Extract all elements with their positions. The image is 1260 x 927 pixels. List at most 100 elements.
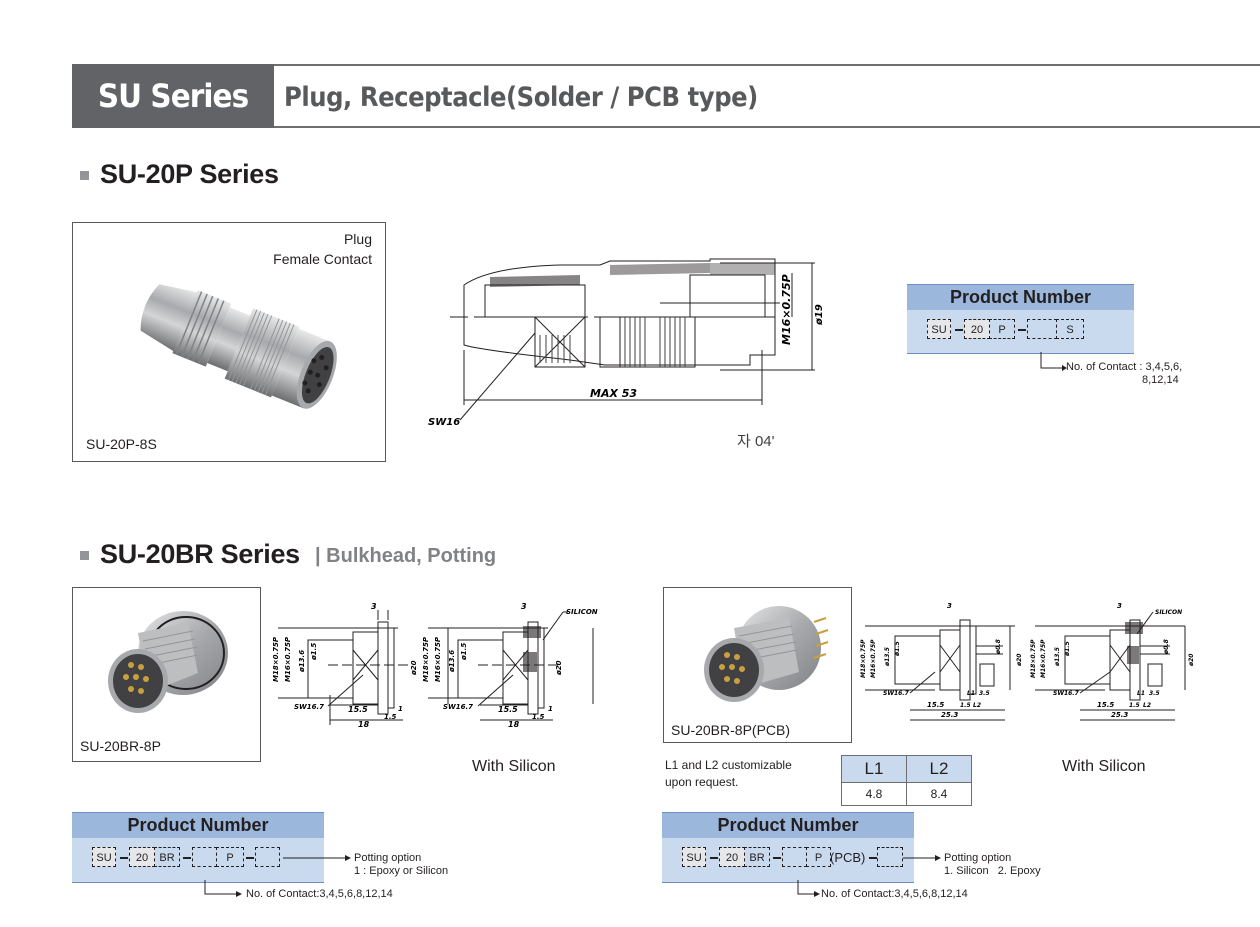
dim-l2-b: L2 [1143,702,1151,709]
table-header-l1: L1 [841,755,907,783]
table-header-l2: L2 [906,755,972,783]
dim-flange-3: 3 [947,602,952,610]
dim-sw16-7: SW16.7 [294,703,324,711]
su20br-product-number: Product Number SU 20 BR P [72,812,324,883]
dim-1-b: 1 [548,705,553,713]
dim-sw16-7-b: SW16.7 [443,703,473,711]
dim-25-3: 25.3 [941,711,958,719]
dim-dia-0-8-b: ø0.8 [1163,639,1170,655]
header-rule-bottom [72,126,1260,128]
code-cell-contacts [192,847,217,867]
product-number-title: Product Number [72,812,324,838]
dim-flange-3: 3 [371,602,377,611]
code-separator [869,857,877,859]
dim-1-5: 1.5 [960,702,971,709]
dim-l2: L2 [973,702,981,709]
dim-18: 18 [358,720,370,729]
dim-dia-20: ø20 [1016,654,1023,667]
code-separator [120,857,128,859]
pcb-bulkhead-connector-photo [704,606,829,702]
dim-m18-thread-b: M18×0.75P [1030,639,1037,678]
dim-m16-thread-b: M16×0.75P [1040,639,1047,678]
section-subtitle-su20br: | Bulkhead, Potting [315,545,497,567]
potting-option-values: 1. Silicon 2. Epoxy [944,865,1041,877]
product-number-title: Product Number [662,812,914,838]
product-number-code: SU 20 BR P (PCB) [662,838,914,883]
code-cell-size: 20 [964,319,990,339]
section-title-su20p: SU-20P Series [100,159,279,189]
dim-1: 1 [398,705,403,713]
code-cell-gender: P [806,847,831,867]
code-cell-gender: S [1056,319,1084,339]
su20p-photo-box: Plug Female Contact [72,222,386,462]
code-cell-series: SU [927,319,951,339]
potting-option-title: Potting option [354,852,422,864]
dim-m16-thread: M16×0.75P [284,636,292,682]
potting-option-title: Potting option [944,852,1012,864]
su20br-photo-box: SU-20BR-8P [72,587,261,762]
product-number-code: SU 20 BR P [72,838,324,883]
code-cell-potting [877,847,903,867]
code-cell-type: BR [744,847,770,867]
dim-dia-13-5: ø13.5 [884,647,891,667]
code-separator [710,857,718,859]
code-cell-potting [255,847,280,867]
dim-18-b: 18 [508,720,520,729]
dim-dia-13-6-b: ø13.6 [448,650,456,673]
drawing-footnote: 자 04' [737,433,775,450]
code-separator [246,857,254,859]
dim-dia-1-5-b: ø1.5 [1064,641,1071,657]
su20br-technical-drawing: 3 M18×0.75P M16×0.75P ø13.6 ø1.5 ø20 SW1… [272,602,598,729]
dim-1-5-b: 1.5 [1129,702,1140,709]
code-cell-type: P [989,319,1015,339]
code-separator [183,857,191,859]
section-title-su20br: SU-20BR Series [100,539,300,569]
dim-dia-13-5-b: ø13.5 [1054,647,1061,667]
contact-note-su20br-pcb: No. of Contact:3,4,5,6,8,12,14 [821,888,968,900]
table-cell-l1: 4.8 [841,782,907,806]
dim-15-5-b: 15.5 [498,705,518,714]
contact-note-su20p: No. of Contact : 3,4,5,6, [1066,361,1183,373]
code-separator [1018,329,1026,331]
contact-note-arrow-icon [204,880,242,897]
contact-note-arrow-icon [797,880,820,897]
dim-flange-3-b: 3 [1117,602,1122,610]
su20p-technical-drawing: MAX 53 M16×0.75P ø19 SW16 [428,258,825,428]
dim-l1: L1 [967,690,975,697]
contact-note-su20p-cont: 8,12,14 [1142,374,1179,386]
dim-l1-b: L1 [1137,690,1145,697]
dim-dia-0-8: ø0.8 [995,639,1002,655]
dim-15-5: 15.5 [927,701,944,709]
caption-with-silicon-right: With Silicon [1062,758,1146,775]
silicon-label: SILICON [566,608,598,616]
su20p-product-number: Product Number SU 20 P S [907,284,1134,354]
dim-m18-thread-b: M18×0.75P [422,636,430,682]
dim-3-5: 3.5 [979,690,990,697]
code-cell-gender: P [216,847,244,867]
model-label-su20br-8p: SU-20BR-8P [80,738,161,754]
female-contact-label: Female Contact [273,251,372,267]
pcb-suffix-label: (PCB) [830,850,866,865]
dim-flange-3-b: 3 [521,602,527,611]
header-rule-top [72,64,1260,66]
dim-dia-1-5: ø1.5 [894,641,901,657]
dim-15-5: 15.5 [348,705,368,714]
dim-25-3-b: 25.3 [1111,711,1128,719]
contact-note-su20br: No. of Contact:3,4,5,6,8,12,14 [246,888,393,900]
dim-3-5-b: 3.5 [1149,690,1160,697]
potting-option-values: 1 : Epoxy or Silicon [354,865,449,877]
dim-sw16: SW16 [428,417,460,428]
customizable-note-line2: upon request. [665,775,739,789]
section-bullet-icon [80,171,89,180]
dim-m18-thread: M18×0.75P [860,639,867,678]
code-cell-size: 20 [719,847,745,867]
dim-dia-20: ø20 [410,660,418,676]
caption-with-silicon-left: With Silicon [472,758,556,775]
contact-note-arrow-icon [1040,352,1067,371]
potting-arrow-icon [903,855,941,861]
plug-connector-photo [140,284,337,409]
dim-m16-thread-b: M16×0.75P [434,636,442,682]
code-cell-contacts [782,847,807,867]
dim-dia-13-6: ø13.6 [298,650,306,673]
l1-l2-table: L1 L2 4.8 8.4 [841,755,972,806]
